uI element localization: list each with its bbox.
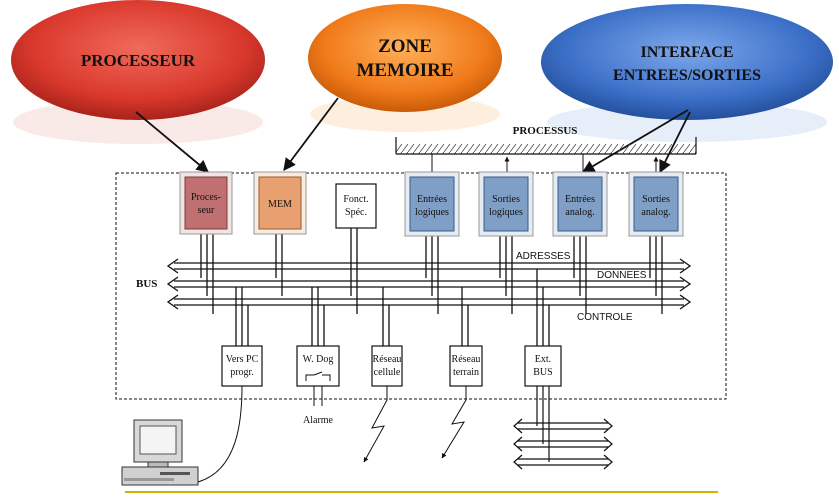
peripheral-watchdog-label: W. Dog: [303, 354, 334, 365]
interface-bubble: INTERFACE ENTREES/SORTIES: [541, 4, 833, 142]
peripheral-pc: Vers PC progr.: [221, 345, 263, 387]
interface-arrow-left: [581, 109, 689, 173]
ext-bus-line1: Ext.: [535, 354, 551, 365]
processor-bubble-label: PROCESSEUR: [81, 51, 196, 70]
module-analog-outputs-line2: analog.: [641, 207, 670, 218]
cell-network-line1: Réseau: [373, 354, 402, 365]
module-special-function: Fonct. Spéc.: [335, 183, 377, 229]
module-processor: Proces- seur: [179, 171, 233, 235]
bus-label: BUS: [136, 278, 157, 290]
module-analog-inputs: Entrées analog.: [552, 171, 608, 237]
interface-bubble-line2: ENTREES/SORTIES: [613, 67, 761, 84]
memory-arrow: [283, 97, 339, 172]
peripheral-watchdog: W. Dog Alarme: [296, 345, 340, 426]
peripheral-pc-line2: progr.: [230, 367, 254, 378]
module-connectors: [200, 228, 663, 314]
cell-network-line2: cellule: [374, 367, 401, 378]
field-network-line1: Réseau: [452, 354, 481, 365]
bus-address-label: ADRESSES: [516, 251, 571, 262]
interface-bubble-line1: INTERFACE: [640, 44, 733, 61]
module-analog-outputs-line1: Sorties: [642, 194, 670, 205]
module-analog-inputs-line1: Entrées: [565, 194, 595, 205]
peripheral-pc-line1: Vers PC: [226, 354, 259, 365]
pc-cable: [197, 385, 243, 483]
module-analog-outputs: Sorties analog.: [628, 171, 684, 237]
ext-bus-line2: BUS: [533, 367, 552, 378]
processor-bubble: PROCESSEUR: [11, 0, 265, 144]
peripheral-ext-bus: Ext. BUS: [513, 345, 613, 470]
module-logic-outputs-line2: logiques: [489, 207, 523, 218]
module-memory-label: MEM: [268, 199, 292, 210]
memory-bubble: ZONE MEMOIRE: [308, 4, 502, 132]
computer-icon: [121, 419, 199, 486]
bus-control-label: CONTROLE: [577, 312, 633, 323]
module-logic-inputs-line1: Entrées: [417, 194, 447, 205]
module-processor-line2: seur: [198, 205, 215, 216]
module-special-line2: Spéc.: [345, 207, 367, 218]
peripheral-cell-network: Réseau cellule: [363, 345, 403, 463]
module-logic-outputs: Sorties logiques: [478, 171, 534, 237]
peripheral-field-network: Réseau terrain: [441, 345, 483, 459]
alarm-label: Alarme: [303, 415, 334, 426]
module-logic-inputs-line2: logiques: [415, 207, 449, 218]
processor-arrow: [135, 111, 209, 173]
process-label: PROCESSUS: [513, 125, 578, 137]
module-memory: MEM: [253, 171, 307, 235]
interface-arrow-right: [659, 111, 691, 174]
memory-bubble-line2: MEMOIRE: [356, 60, 453, 81]
module-logic-outputs-line1: Sorties: [492, 194, 520, 205]
module-logic-inputs: Entrées logiques: [404, 171, 460, 237]
module-special-line1: Fonct.: [343, 194, 368, 205]
field-network-line2: terrain: [453, 367, 479, 378]
module-processor-line1: Proces-: [191, 192, 221, 203]
bus-lines: [166, 258, 692, 310]
bus-data-label: DONNEES: [597, 270, 647, 281]
module-analog-inputs-line2: analog.: [565, 207, 594, 218]
peripheral-connectors: [235, 269, 550, 346]
memory-bubble-line1: ZONE: [378, 36, 432, 57]
